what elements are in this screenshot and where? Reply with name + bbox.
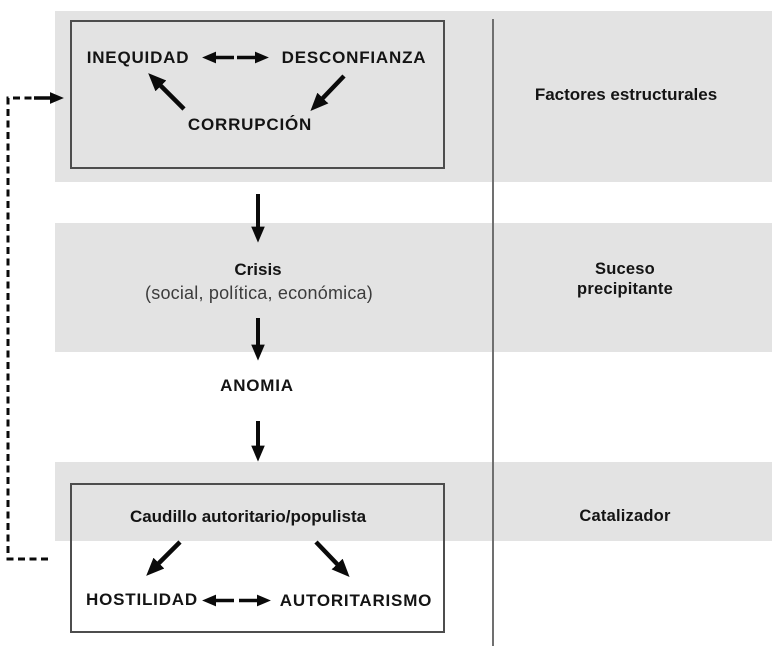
structural-factors-box <box>70 20 445 169</box>
node-anomia: ANOMIA <box>220 376 294 395</box>
stage-band-precipitating <box>55 223 772 352</box>
node-hostilidad: HOSTILIDAD <box>86 590 198 609</box>
node-corrupcion: CORRUPCIÓN <box>187 115 313 134</box>
catalyst-box <box>70 483 445 633</box>
feedback-loop-dashed-line <box>6 96 48 561</box>
node-inequidad: INEQUIDAD <box>86 48 190 67</box>
node-desconfianza: DESCONFIANZA <box>281 48 427 67</box>
node-autoritarismo: AUTORITARISMO <box>279 591 433 610</box>
stage-band-catalyst <box>55 462 772 541</box>
node-crisis-subtitle: (social, política, económica) <box>145 283 373 303</box>
stage-label-structural: Factores estructurales <box>534 85 718 104</box>
node-caudillo: Caudillo autoritario/populista <box>129 507 367 526</box>
stage-divider-line <box>492 19 494 646</box>
stage-label-catalyst: Catalizador <box>579 507 671 525</box>
node-crisis-title: Crisis <box>234 260 282 279</box>
stage-label-precipitating: Suceso precipitante <box>577 260 673 298</box>
